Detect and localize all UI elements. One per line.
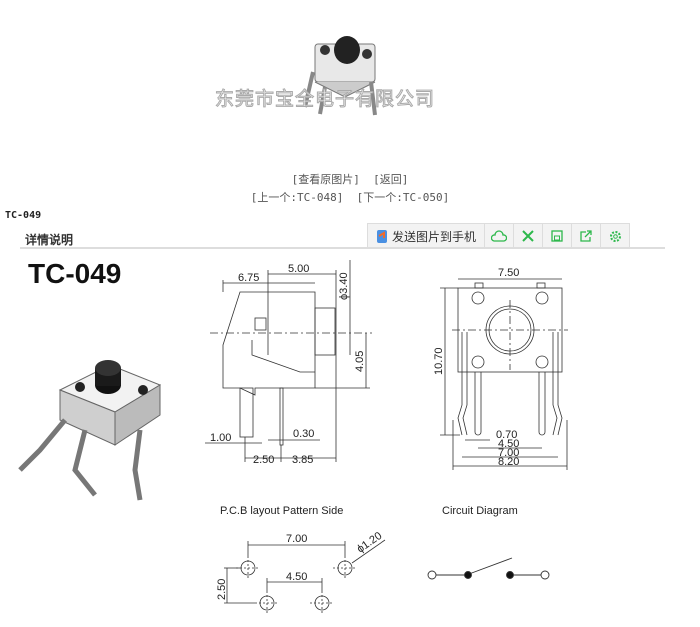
front-view: [440, 278, 568, 470]
dim-4-50: 4.50: [498, 438, 519, 450]
view-original-link[interactable]: [查看原图片]: [291, 173, 360, 186]
dim-5-00: 5.00: [288, 263, 309, 275]
side-view: [205, 260, 372, 462]
dim-3-40: ϕ3.40: [338, 272, 350, 300]
pcb-dim-7-00: 7.00: [286, 533, 307, 545]
dim-10-70: 10.70: [433, 347, 445, 375]
section-divider: [20, 247, 665, 249]
dim-4-05: 4.05: [354, 351, 366, 372]
dim-6-75: 6.75: [238, 272, 259, 284]
dim-0-70: 0.70: [496, 429, 517, 441]
circuit-diagram: [427, 557, 550, 580]
product-preview-image[interactable]: [285, 22, 395, 117]
send-to-phone-button[interactable]: 发送图片到手机: [368, 224, 486, 248]
links-row-2: [上一个:TC-048] [下一个:TC-050]: [0, 189, 700, 205]
dim-3-85: 3.85: [292, 454, 313, 466]
save-icon: [551, 230, 563, 242]
pcb-dim-2-50: 2.50: [216, 579, 228, 600]
settings-icon: [609, 230, 621, 242]
pcb-dim-4-50: 4.50: [286, 571, 307, 583]
settings-button[interactable]: [601, 224, 629, 248]
dim-7-00: 7.00: [498, 447, 519, 459]
prev-link[interactable]: [上一个:TC-048]: [250, 191, 344, 204]
share-icon: [580, 230, 592, 242]
dim-2-50: 2.50: [253, 454, 274, 466]
links-row-1: [查看原图片] [返回]: [0, 171, 700, 187]
drawing-title: TC-049: [28, 258, 122, 289]
cloud-icon: [491, 230, 508, 242]
image-toolbar: 发送图片到手机: [367, 223, 631, 248]
fullscreen-icon: [522, 230, 534, 242]
fullscreen-button[interactable]: [514, 224, 544, 248]
next-link[interactable]: [下一个:TC-050]: [356, 191, 450, 204]
pcb-layout: [224, 539, 386, 615]
send-to-phone-label: 发送图片到手机: [392, 229, 477, 244]
save-button[interactable]: [543, 224, 573, 248]
dim-0-30: 0.30: [293, 428, 314, 440]
back-link[interactable]: [返回]: [373, 173, 409, 186]
circuit-title: Circuit Diagram: [442, 505, 518, 517]
watermark-text: 东莞市宝全电子有限公司: [214, 88, 436, 111]
pcb-dim-1-20: ϕ1.20: [355, 530, 384, 556]
product-photo: [18, 360, 162, 501]
share-button[interactable]: [572, 224, 602, 248]
dim-7-50: 7.50: [498, 267, 519, 279]
product-code: TC-049: [5, 210, 42, 221]
phone-icon: [377, 229, 387, 243]
cloud-button[interactable]: [485, 224, 515, 248]
section-title: 详情说明: [25, 233, 74, 247]
dim-1-00: 1.00: [210, 432, 231, 444]
pcb-title: P.C.B layout Pattern Side: [220, 505, 343, 517]
dim-8-20: 8.20: [498, 456, 519, 468]
